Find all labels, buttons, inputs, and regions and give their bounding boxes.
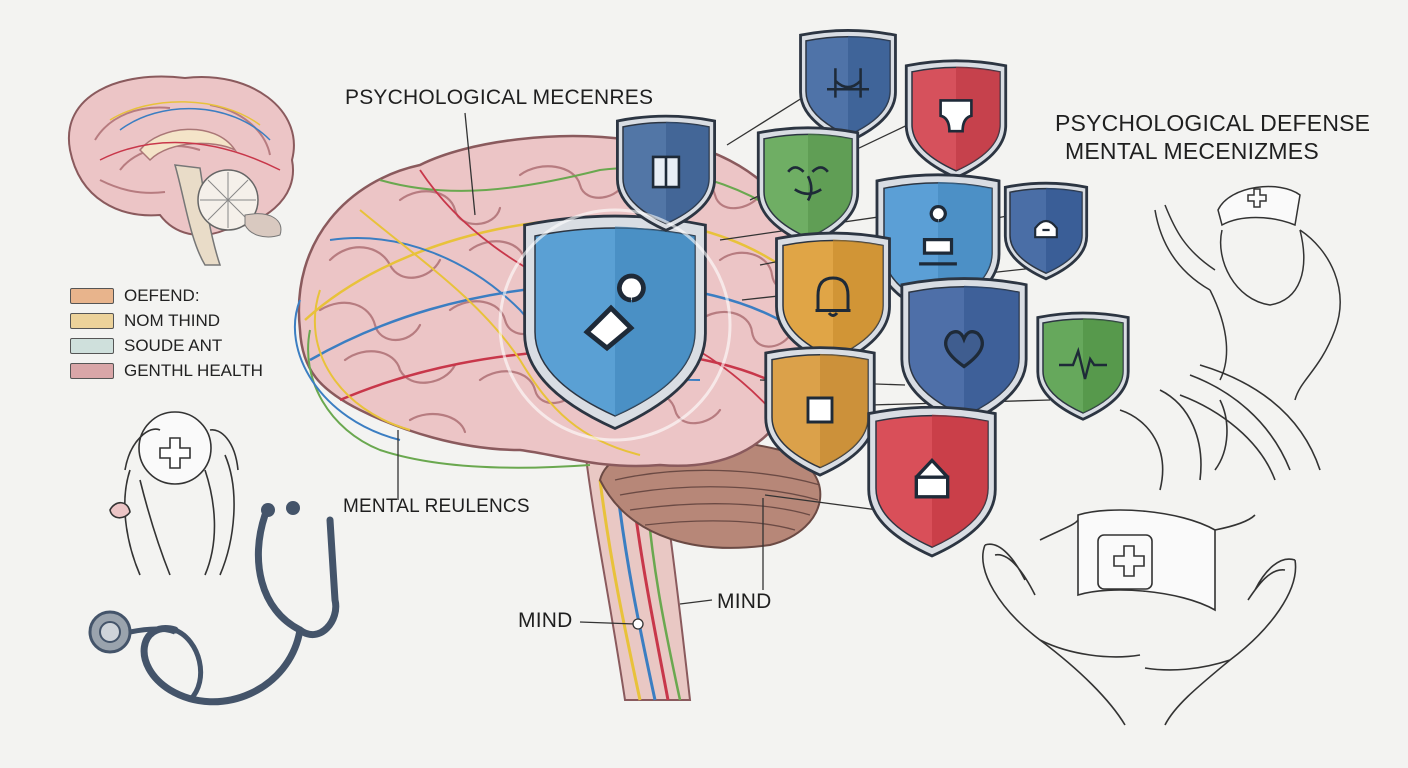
- nurse-figure-illustration: [1154, 185, 1341, 401]
- stethoscope-illustration: [88, 501, 340, 706]
- shield-red-bottom: [869, 407, 996, 556]
- legend-item: OEFEND:: [70, 283, 263, 308]
- heart-icon: [944, 330, 984, 369]
- shield-top-blue: [617, 116, 714, 230]
- small-brain-section-illustration: [67, 75, 295, 266]
- hands-holding-medical-sign-illustration: [109, 411, 239, 576]
- pulse-icon: [1059, 346, 1107, 380]
- shield-orange-bell: [777, 233, 890, 366]
- shield-red-top: [906, 61, 1005, 178]
- home-icon: [914, 457, 950, 499]
- face-icon: [787, 166, 829, 202]
- shield-navy: [1005, 183, 1086, 279]
- shield-large-center: [525, 216, 706, 428]
- legend: OEFEND: NOM THIND SOUDE ANT GENTHL HEALT…: [70, 283, 263, 383]
- legend-label: SOUDE ANT: [124, 335, 223, 355]
- legend-swatch: [70, 287, 114, 304]
- legend-swatch: [70, 312, 114, 329]
- legend-item: GENTHL HEALTH: [70, 358, 263, 383]
- shield-orange-box: [766, 348, 874, 475]
- bell-icon: [815, 276, 851, 317]
- diagram-title-line-2: MENTAL MECENIZMES: [1065, 138, 1319, 164]
- shield-green-face: [758, 128, 857, 245]
- legend-item: SOUDE ANT: [70, 333, 263, 358]
- defense-shields: [525, 30, 1129, 556]
- diagram-title-line-1: PSYCHOLOGICAL DEFENSE: [1055, 110, 1371, 136]
- shield-green-pulse: [1038, 313, 1128, 419]
- legend-label: GENTHL HEALTH: [124, 360, 263, 380]
- label-psychological-mecenres: PSYCHOLOGICAL MECENRES: [345, 86, 654, 109]
- highlight-ring: [498, 208, 732, 442]
- label-mind-right: MIND: [717, 590, 772, 613]
- person-icon: [919, 205, 957, 266]
- hands-holding-medical-box-illustration: [982, 364, 1321, 726]
- stamp-icon: [939, 99, 973, 133]
- shield-grid-heart: [902, 279, 1026, 425]
- legend-label: NOM THIND: [124, 310, 221, 330]
- helmet-icon: [1034, 219, 1058, 239]
- label-mental-reulencs: MENTAL REULENCS: [343, 496, 530, 517]
- label-mind-left: MIND: [518, 609, 573, 632]
- legend-swatch: [70, 337, 114, 354]
- legend-swatch: [70, 362, 114, 379]
- square-icon: [651, 155, 681, 189]
- chart-icon: [827, 68, 869, 98]
- gear-icon: [583, 273, 646, 352]
- legend-item: NOM THIND: [70, 308, 263, 333]
- shield-top-right-blue: [801, 30, 896, 142]
- legend-label: OEFEND:: [124, 285, 200, 305]
- box-icon: [806, 396, 834, 424]
